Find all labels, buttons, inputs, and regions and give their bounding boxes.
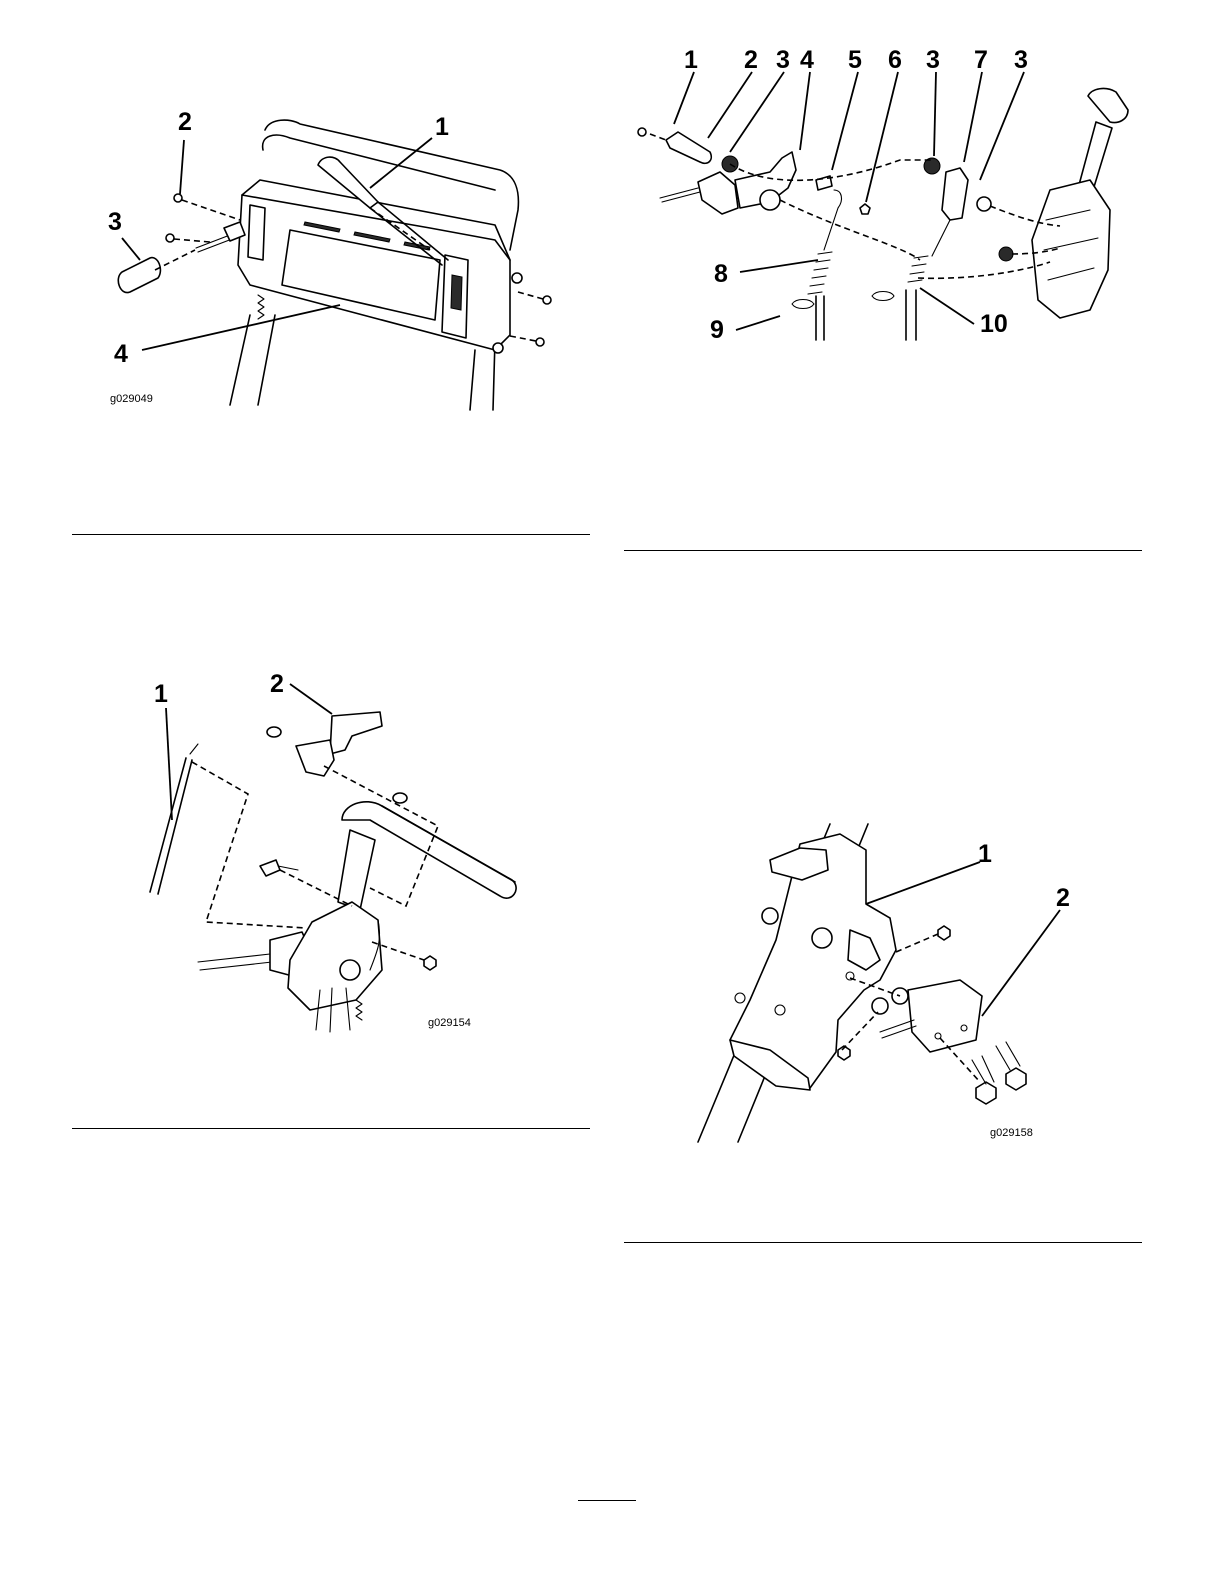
figure-id: g029158 — [990, 1127, 1033, 1139]
callout-1: 1 — [435, 113, 449, 141]
page-number-line — [578, 1500, 636, 1501]
callout-4: 4 — [800, 46, 814, 74]
callout-8: 8 — [714, 260, 728, 288]
separator-rule — [72, 534, 590, 535]
figure-linkage-exploded-drawing: 1 2 3 4 5 6 3 7 3 8 9 10 — [620, 40, 1160, 360]
figure-cable-bracket: 1 2 g029154 — [120, 670, 580, 1040]
figure-bracket-mount-drawing: 1 2 g029158 — [690, 820, 1090, 1150]
callout-7: 7 — [974, 46, 988, 74]
figure-id: g029154 — [428, 1017, 471, 1029]
callout-3: 3 — [108, 208, 122, 236]
callout-1: 1 — [154, 680, 168, 708]
callout-2: 2 — [744, 46, 758, 74]
callout-10: 10 — [980, 310, 1008, 338]
callout-9: 9 — [710, 316, 724, 344]
callout-5: 5 — [848, 46, 862, 74]
figure-handle-panel-drawing: 1 2 3 4 g029049 — [100, 110, 580, 410]
separator-rule — [624, 550, 1142, 551]
callout-1: 1 — [978, 840, 992, 868]
separator-rule — [72, 1128, 590, 1129]
callout-3: 3 — [776, 46, 790, 74]
figure-id: g029049 — [110, 393, 153, 405]
figure-cable-bracket-drawing: 1 2 g029154 — [120, 670, 580, 1040]
figure-bracket-mount: 1 2 g029158 — [690, 820, 1090, 1150]
callout-3c: 3 — [1014, 46, 1028, 74]
callout-2: 2 — [1056, 884, 1070, 912]
callout-4: 4 — [114, 340, 128, 368]
separator-rule — [624, 1242, 1142, 1243]
figure-handle-panel: 1 2 3 4 g029049 — [100, 110, 580, 410]
callout-6: 6 — [888, 46, 902, 74]
callout-2: 2 — [178, 108, 192, 136]
callout-3b: 3 — [926, 46, 940, 74]
callout-2: 2 — [270, 670, 284, 698]
figure-linkage-exploded: 1 2 3 4 5 6 3 7 3 8 9 10 — [620, 40, 1160, 360]
callout-1: 1 — [684, 46, 698, 74]
